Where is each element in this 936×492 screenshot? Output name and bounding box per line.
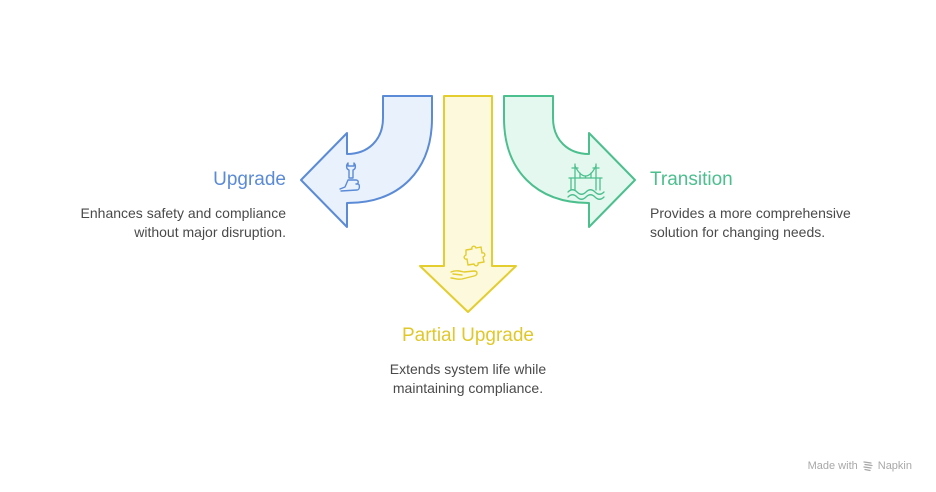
hand-puzzle-piece-icon (450, 245, 486, 280)
upgrade-description-line-2: without major disruption. (134, 224, 286, 240)
transition-description-line-1: Provides a more comprehensive (650, 205, 851, 221)
upgrade-description-line-1: Enhances safety and compliance (80, 205, 286, 221)
napkin-logo-icon (863, 461, 873, 472)
napkin-brand-label: Napkin (877, 460, 912, 472)
partial-upgrade-description-line-2: maintaining compliance. (392, 380, 544, 396)
bridge-icon (567, 163, 605, 200)
wrench-thumbs-up-icon (339, 162, 361, 192)
transition-title: Transition (650, 169, 733, 190)
transition-description: Provides a more comprehensive solution f… (650, 204, 851, 242)
transition-description-line-2: solution for changing needs. (650, 224, 826, 240)
upgrade-description: Enhances safety and compliance without m… (81, 204, 286, 242)
transition-arrow (503, 95, 636, 228)
partial-upgrade-description-line-1: Extends system life while (389, 361, 547, 377)
made-with-napkin-badge[interactable]: Made with Napkin (808, 460, 912, 472)
partial-upgrade-description: Extends system life while maintaining co… (348, 360, 588, 398)
made-with-label: Made with (807, 460, 858, 472)
upgrade-arrow (300, 95, 433, 228)
upgrade-title: Upgrade (213, 169, 286, 190)
partial-upgrade-arrow (419, 95, 517, 313)
partial-upgrade-title: Partial Upgrade (401, 325, 535, 346)
